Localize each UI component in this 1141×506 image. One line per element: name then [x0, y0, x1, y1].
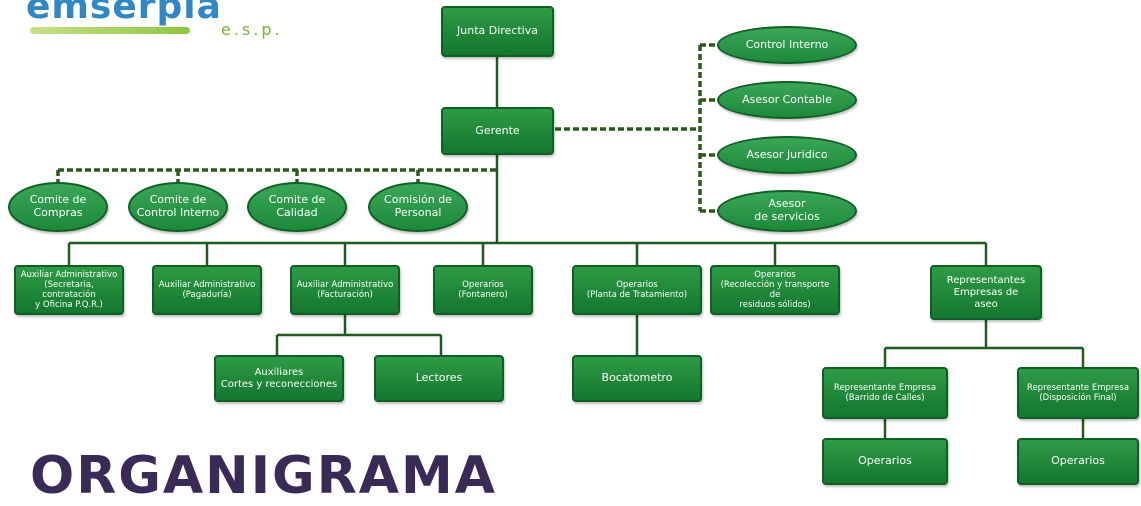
org-chart — [56, 43, 1085, 438]
logo-swoosh — [30, 27, 190, 34]
node-operarios-recoleccion: Operarios (Recolección y transporte de r… — [710, 265, 840, 315]
node-operarios-barrido: Operarios — [822, 438, 948, 485]
logo-brand: emserpia — [26, 0, 222, 27]
node-control-interno: Control Interno — [717, 26, 857, 64]
node-operarios-planta: Operarios (Planta de Tratamiento) — [572, 265, 702, 315]
node-junta-directiva: Junta Directiva — [441, 6, 554, 57]
company-logo: emserpia e.s.p. — [26, 0, 280, 45]
node-aux-secretaria: Auxiliar Administrativo (Secretaria, con… — [14, 265, 124, 315]
node-asesor-juridico: Asesor Juridico — [717, 136, 857, 174]
node-representantes-aseo: Representantes Empresas de aseo — [930, 265, 1042, 320]
node-rep-disposicion-final: Representante Empresa (Disposición Final… — [1017, 367, 1139, 419]
node-rep-barrido-calles: Representante Empresa (Barrido de Calles… — [822, 367, 948, 419]
logo-suffix: e.s.p. — [221, 20, 283, 39]
node-comite-control-interno: Comite de Control Interno — [128, 182, 228, 232]
node-gerente: Gerente — [441, 107, 554, 155]
node-comite-compras: Comite de Compras — [8, 182, 108, 232]
node-operarios-fontanero: Operarios (Fontanero) — [433, 265, 533, 315]
node-comite-calidad: Comite de Calidad — [247, 182, 347, 232]
node-auxiliares-cortes: Auxiliares Cortes y reconecciones — [214, 355, 344, 402]
node-operarios-disposicion: Operarios — [1017, 438, 1139, 485]
page-title: ORGANIGRAMA — [30, 446, 497, 506]
node-asesor-contable: Asesor Contable — [717, 81, 857, 119]
node-comision-personal: Comisión de Personal — [368, 182, 468, 232]
node-aux-facturacion: Auxiliar Administrativo (Facturación) — [290, 265, 400, 315]
node-aux-pagaduria: Auxiliar Administrativo (Pagaduría) — [152, 265, 262, 315]
node-bocatometro: Bocatometro — [572, 355, 702, 402]
node-lectores: Lectores — [374, 355, 504, 402]
dashed-connectors — [56, 43, 717, 213]
solid-connectors — [67, 57, 1085, 438]
node-asesor-servicios: Asesor de servicios — [717, 190, 857, 232]
